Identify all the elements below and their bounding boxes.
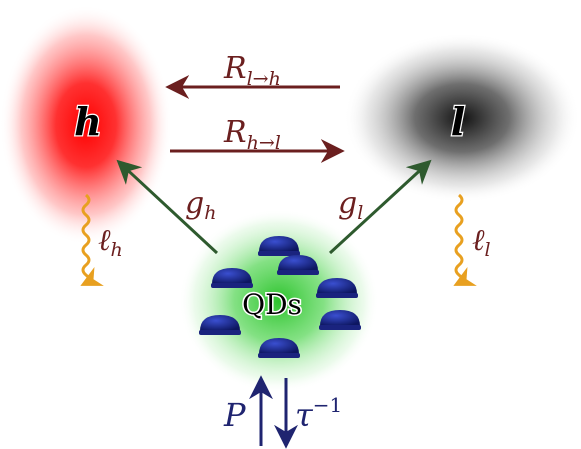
quantum-dot-base — [319, 325, 361, 330]
loss-wave-high — [80, 193, 104, 286]
low-mode-blob — [344, 33, 580, 203]
high-mode-blob — [0, 5, 172, 245]
gain-arrow-high — [116, 159, 219, 255]
quantum-dot-base — [211, 283, 253, 288]
quantum-dot-base — [316, 293, 358, 298]
quantum-dot-base — [258, 251, 300, 256]
quantum-dot — [259, 236, 299, 252]
quantum-dot — [212, 268, 252, 284]
high-mode-label: h — [74, 99, 102, 144]
quantum-dots-group — [199, 236, 361, 358]
quantum-dot-base — [277, 270, 319, 275]
quantum-dot-base — [199, 330, 241, 335]
qds-blob — [179, 209, 379, 393]
rate-label-high-to-low: Rh→l — [223, 115, 281, 154]
quantum-dot — [320, 310, 360, 326]
low-mode-label: l — [451, 99, 465, 144]
quantum-dot — [317, 278, 357, 294]
pump-label: P — [223, 396, 246, 434]
gain-label-low: gl — [338, 186, 363, 224]
gain-label-high: gh — [185, 186, 216, 224]
loss-label-low: ℓl — [472, 223, 491, 261]
quantum-dot-base — [258, 353, 300, 358]
decay-label: τ−1 — [295, 393, 342, 434]
loss-wave-low — [453, 193, 477, 286]
qds-label: QDs — [242, 288, 302, 321]
gain-arrow-low — [328, 159, 432, 255]
quantum-dot — [259, 338, 299, 354]
loss-label-high: ℓh — [98, 223, 123, 261]
quantum-dot — [278, 255, 318, 271]
quantum-dot — [200, 315, 240, 331]
rate-label-low-to-high: Rl→h — [223, 51, 281, 90]
